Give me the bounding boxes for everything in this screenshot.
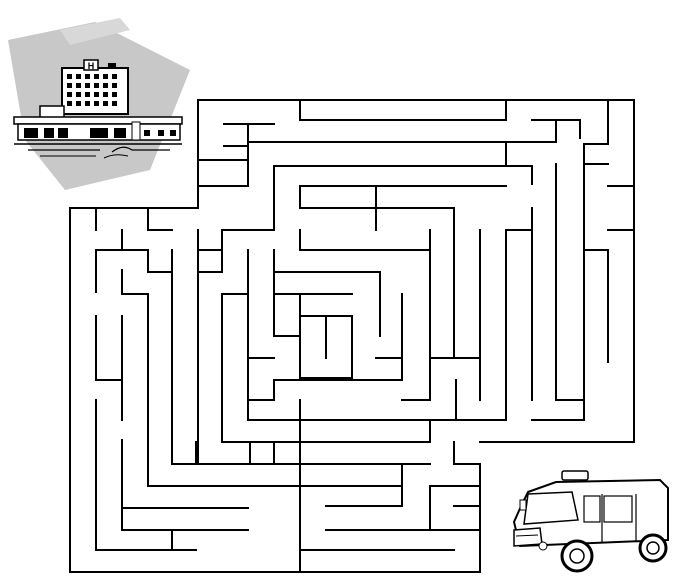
ambulance-icon [512, 470, 669, 573]
maze-walls [69, 99, 635, 573]
hospital-building-icon: H [8, 18, 190, 190]
hospital-sign-letter: H [88, 61, 95, 71]
rear-wheel [638, 533, 668, 563]
front-wheel [560, 539, 594, 573]
